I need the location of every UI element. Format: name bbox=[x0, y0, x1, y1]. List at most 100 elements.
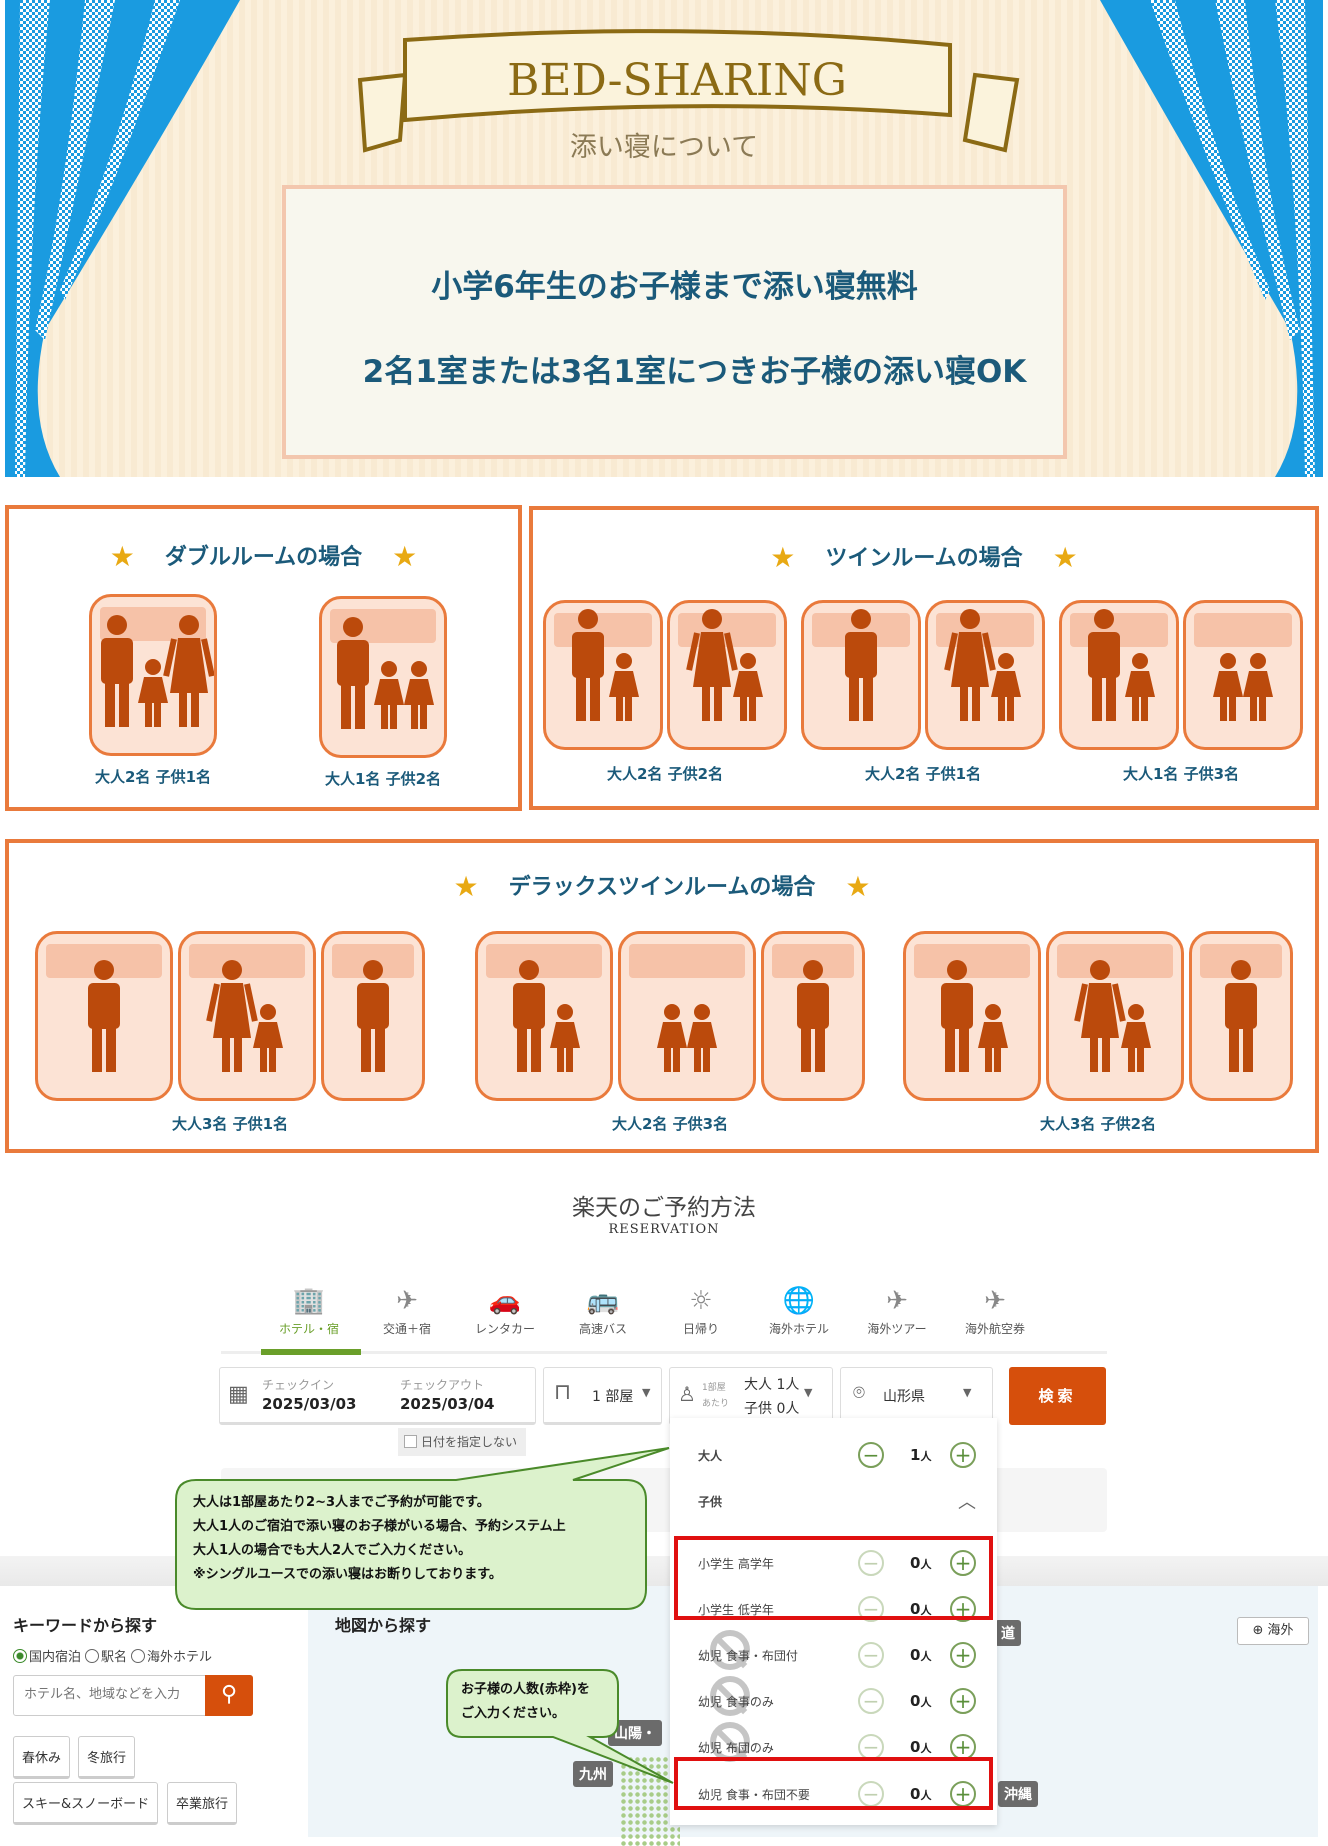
radio-option[interactable]: 国内宿泊 bbox=[13, 1649, 81, 1665]
keyword-tag[interactable]: 卒業旅行 bbox=[167, 1782, 238, 1825]
child-count-wrap: 0人 bbox=[910, 1692, 931, 1710]
woman-icon bbox=[206, 960, 258, 1072]
room-caption: 大人2名 子供3名 bbox=[611, 1115, 729, 1133]
child-icon bbox=[1213, 653, 1243, 721]
people-figures bbox=[797, 960, 829, 1072]
reservation-subtitle: RESERVATION bbox=[608, 1222, 720, 1237]
man-icon bbox=[337, 617, 369, 729]
child-type-label: 小学生 低学年 bbox=[698, 1603, 774, 1617]
child-type-label: 幼児 食事・布団不要 bbox=[698, 1788, 810, 1802]
child-count: 0 bbox=[910, 1692, 921, 1710]
people-figures bbox=[206, 960, 283, 1072]
map-label-sanyo[interactable]: 山陽・ bbox=[608, 1720, 662, 1746]
prohibited-icon bbox=[710, 1676, 750, 1716]
tab-airplane[interactable]: ✈海外航空券 bbox=[945, 1282, 1045, 1337]
tab-sun[interactable]: ☼日帰り bbox=[651, 1282, 751, 1337]
unit: 人 bbox=[920, 1450, 932, 1463]
map-label-okinawa[interactable]: 沖縄 bbox=[998, 1781, 1038, 1807]
man-icon bbox=[572, 609, 604, 721]
keyword-input-field[interactable] bbox=[14, 1676, 204, 1713]
child-row: 小学生 低学年 − 0人 + bbox=[670, 1590, 997, 1630]
prefecture-select[interactable]: ⌾ 山形県 ▼ bbox=[840, 1367, 993, 1425]
room-caption: 大人1名 子供2名 bbox=[324, 770, 442, 788]
info-line-free: 小学6年生のお子様まで添い寝無料 bbox=[431, 269, 918, 305]
minus-button[interactable]: − bbox=[858, 1688, 884, 1714]
tab-tour[interactable]: ✈海外ツアー bbox=[847, 1282, 947, 1337]
keyword-tag[interactable]: スキー&スノーボード bbox=[13, 1782, 159, 1825]
tab-bus[interactable]: 🚌高速バス bbox=[553, 1282, 653, 1337]
tab-hotel[interactable]: 🏢ホテル・宿 bbox=[259, 1282, 359, 1337]
note-line: 大人は1部屋あたり2~3人までご予約が可能です。 bbox=[193, 1495, 490, 1510]
radio-icon[interactable] bbox=[85, 1649, 100, 1663]
tab-label: 海外航空券 bbox=[964, 1322, 1025, 1336]
overseas-button[interactable]: ⊕ 海外 bbox=[1237, 1617, 1309, 1645]
child-count-wrap: 0人 bbox=[910, 1646, 931, 1664]
man-icon bbox=[513, 960, 545, 1072]
checkout-value[interactable]: 2025/03/04 bbox=[400, 1395, 495, 1413]
search-type-radios: 国内宿泊駅名 海外ホテル bbox=[13, 1646, 216, 1665]
child-icon bbox=[1121, 1004, 1151, 1072]
no-date-checkbox[interactable]: 日付を指定しない bbox=[398, 1428, 526, 1456]
checkbox-icon[interactable] bbox=[404, 1435, 417, 1448]
people-figures bbox=[337, 617, 434, 729]
map-label-kyushu[interactable]: 九州 bbox=[573, 1761, 613, 1787]
people-figures bbox=[686, 609, 763, 721]
reservation-title: 楽天のご予約方法 bbox=[572, 1195, 756, 1221]
guests-select[interactable]: ♙ 1部屋 あたり 大人 1人 子供 0人 ▼ bbox=[669, 1367, 833, 1425]
search-button[interactable]: 検索 bbox=[1009, 1367, 1106, 1425]
tab-globe-hotel[interactable]: 🌐海外ホテル bbox=[749, 1282, 849, 1337]
minus-button[interactable]: − bbox=[858, 1442, 884, 1468]
radio-icon[interactable] bbox=[13, 1649, 27, 1663]
child-icon bbox=[978, 1004, 1008, 1072]
plus-button[interactable]: + bbox=[950, 1442, 976, 1468]
date-field[interactable]: ▦ チェックイン 2025/03/03 チェックアウト 2025/03/04 bbox=[219, 1367, 536, 1425]
plus-button[interactable]: + bbox=[950, 1642, 976, 1668]
unit: 人 bbox=[920, 1696, 932, 1709]
radio-option[interactable]: 駅名 bbox=[85, 1649, 127, 1665]
minus-button[interactable]: − bbox=[858, 1642, 884, 1668]
twin-room-box: ★ツインルームの場合★ 大人2名 子供2名大人2名 子供1名大人1名 子供3名 bbox=[529, 506, 1319, 810]
info-box: 小学6年生のお子様まで添い寝無料 2名1室または3名1室につきお子様の添い寝OK bbox=[282, 185, 1067, 459]
minus-button[interactable]: − bbox=[858, 1596, 884, 1622]
room-caption: 大人3名 子供1名 bbox=[171, 1115, 289, 1133]
star-icon: ★ bbox=[109, 540, 135, 573]
search-icon[interactable]: ⚲ bbox=[205, 1675, 253, 1716]
man-icon bbox=[1225, 960, 1257, 1072]
child-icon bbox=[1125, 653, 1155, 721]
children-summary: 子供 0人 bbox=[744, 1401, 800, 1417]
checkin-value[interactable]: 2025/03/03 bbox=[262, 1395, 357, 1413]
radio-option[interactable]: 海外ホテル bbox=[131, 1649, 213, 1665]
plus-button[interactable]: + bbox=[950, 1688, 976, 1714]
child-type-label: 小学生 高学年 bbox=[698, 1557, 774, 1571]
chevron-up-icon[interactable]: ︿ bbox=[958, 1492, 976, 1513]
rooms-select[interactable]: ⊓ 1 部屋 ▼ bbox=[543, 1367, 662, 1425]
plus-button[interactable]: + bbox=[950, 1550, 976, 1576]
tab-label: レンタカー bbox=[474, 1322, 535, 1336]
bed bbox=[1059, 600, 1179, 750]
overseas-label: 海外 bbox=[1267, 1623, 1294, 1638]
bed-sharing-banner: BED-SHARING 添い寝について 小学6年生のお子様まで添い寝無料 2名1… bbox=[5, 0, 1323, 477]
children-header[interactable]: 子供 ︿ bbox=[670, 1482, 997, 1522]
child-count-wrap: 0人 bbox=[910, 1600, 931, 1618]
note-line: ご入力ください。 bbox=[461, 1706, 566, 1721]
pillow bbox=[1057, 944, 1173, 978]
radio-icon[interactable] bbox=[131, 1649, 146, 1663]
tab-car[interactable]: 🚗レンタカー bbox=[455, 1282, 555, 1337]
chevron-down-icon: ▼ bbox=[963, 1386, 972, 1399]
child-row: 幼児 布団のみ−0人+ bbox=[670, 1722, 997, 1768]
child-row: 小学生 高学年−0人+ bbox=[670, 1544, 997, 1584]
keyword-tag[interactable]: 冬旅行 bbox=[78, 1736, 136, 1779]
radio-label: 海外ホテル bbox=[147, 1650, 213, 1665]
tab-plane-hotel[interactable]: ✈交通＋宿 bbox=[357, 1282, 457, 1337]
bed bbox=[543, 600, 663, 750]
minus-button[interactable]: − bbox=[858, 1550, 884, 1576]
adult-note-text: 大人は1部屋あたり2~3人までご予約が可能です。 大人1人のご宿泊で添い寝のお子… bbox=[193, 1491, 566, 1587]
map-label-hokkaido[interactable]: 道 bbox=[995, 1620, 1021, 1646]
keyword-tag[interactable]: 春休み bbox=[13, 1736, 71, 1779]
child-type-label: 幼児 食事のみ bbox=[698, 1695, 774, 1709]
globe-hotel-icon: 🌐 bbox=[782, 1286, 816, 1316]
keyword-input[interactable]: ⚲ bbox=[13, 1675, 253, 1716]
people-figures bbox=[1225, 960, 1257, 1072]
plus-button[interactable]: + bbox=[950, 1596, 976, 1622]
note-line: ※シングルユースでの添い寝はお断りしております。 bbox=[193, 1567, 502, 1582]
